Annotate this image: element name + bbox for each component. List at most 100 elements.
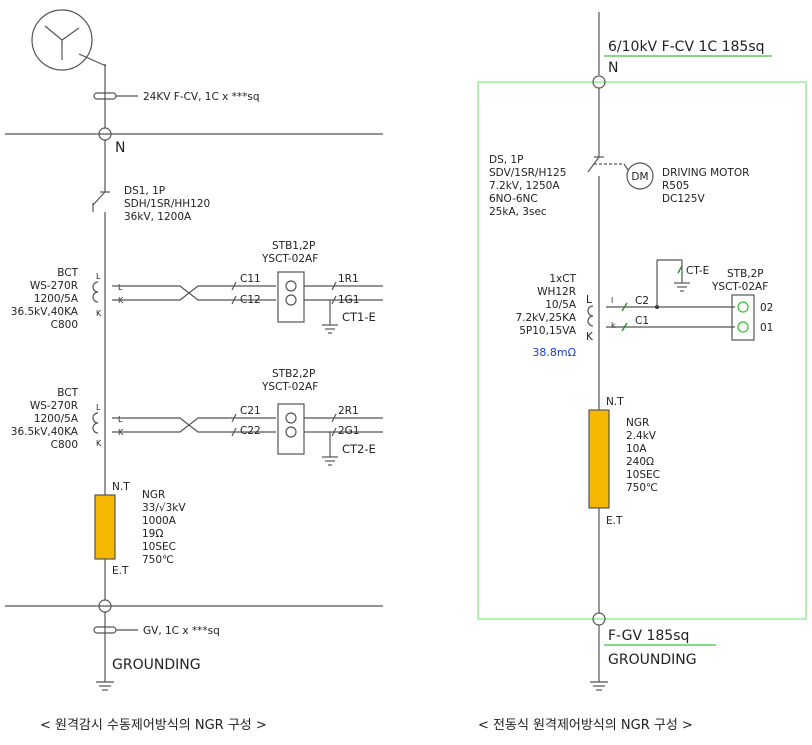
left-diagram: 24KV F-CV, 1C x ***sq N DS1, 1P SDH/1SR/… [5,9,383,733]
left-bct1: BCT WS-270R 1200/5A 36.5kV,40KA C800 L K… [11,267,276,331]
right-caption: < 전동식 원격제어방식의 NGR 구성 > [478,718,693,733]
left-bct2-coil-icon [92,412,99,434]
right-ngr-line6: 750℃ [626,482,658,494]
left-ct1e-label: CT1-E [342,310,376,324]
left-et-label: E.T [112,565,129,577]
right-resistance-value: 38.8mΩ [532,346,576,359]
left-cable-sleeve-top [93,92,138,100]
left-bct1-pin-L: L [96,272,101,281]
right-et-label: E.T [606,515,623,527]
left-ground-icon [96,681,114,691]
left-1r1-label: 1R1 [338,273,359,285]
left-ds-line1: DS1, 1P [124,185,165,197]
left-stb2-line2: YSCT-02AF [261,381,318,393]
right-ngr-line1: NGR [626,417,649,429]
left-bct2-line5: C800 [51,439,78,451]
right-stb-terminal-block [731,294,755,341]
left-grounding-label: GROUNDING [112,657,201,673]
left-bus-label: N [115,140,125,156]
left-ngr-line4: 19Ω [142,528,163,540]
left-bct2: BCT WS-270R 1200/5A 36.5kV,40KA C800 L K… [11,387,276,451]
right-cable-bottom-label: F-GV 185sq [608,628,689,644]
right-ngr-line5: 10SEC [626,469,660,481]
right-c2-label: C2 [635,295,649,307]
right-motor-icon-label: DM [631,171,648,183]
left-bct1-pin-l: L [118,283,123,292]
left-bct2-pin-K: K [96,439,102,448]
left-stb1-line1: STB1,2P [272,240,315,252]
right-ct-line1: 1xCT [549,273,576,285]
left-ngr-line2: 33/√3kV [142,502,186,514]
right-ct-pin-k: k [611,321,616,330]
left-cable-sleeve-bottom [93,626,138,634]
left-c11-label: C11 [240,273,261,285]
left-bct2-pin-L: L [96,403,101,412]
left-nt-label: N.T [112,481,130,493]
right-motor-line1: DRIVING MOTOR [662,167,749,179]
left-ngr-line6: 750℃ [142,554,174,566]
right-motor-line3: DC125V [662,193,705,205]
right-stb-line1: STB,2P [727,268,764,280]
right-ct-line3: 10/5A [545,299,577,311]
left-bct2-pin-l: L [118,415,123,424]
left-c22-label: C22 [240,425,261,437]
left-ngr-line1: NGR [142,489,165,501]
right-ct-wiring [606,259,735,332]
right-diagram: 6/10kV F-CV 1C 185sq N DS, 1P SDV/1SR/H1… [477,12,807,733]
right-ngr-line2: 2.4kV [626,430,657,442]
left-ngr-line3: 1000A [142,515,177,527]
right-cable-top-label: 6/10kV F-CV 1C 185sq [608,39,765,55]
left-ngr-line5: 10SEC [142,541,176,553]
left-caption: < 원격감시 수동제어방식의 NGR 구성 > [40,718,267,733]
left-stb2-terminal-block [277,403,383,466]
generator-star-icon [31,9,107,71]
right-grounding-label: GROUNDING [608,652,697,668]
right-ct-coil-icon [587,305,594,327]
left-c12-label: C12 [240,294,261,306]
right-ngr-line3: 10A [626,443,647,455]
left-bct2-line4: 36.5kV,40KA [11,426,79,438]
right-panel-frame [477,81,807,620]
right-ground-icon [590,681,608,691]
left-bct1-line3: 1200/5A [34,293,79,305]
left-cable-bottom-label: GV, 1C x ***sq [143,625,220,637]
left-stb1-terminal-block [277,271,383,334]
left-ct2e-label: CT2-E [342,442,376,456]
left-bct2-line3: 1200/5A [34,413,79,425]
right-terminal-01: 01 [760,322,773,334]
left-bct1-coil-icon [92,281,99,303]
left-ds-line3: 36kV, 1200A [124,211,192,223]
right-cte-label: CT-E [686,265,709,277]
right-motor-link [623,163,629,171]
right-ds-line5: 25kA, 3sec [489,206,547,218]
left-bct1-line5: C800 [51,319,78,331]
right-ct-line4: 7.2kV,25KA [515,312,576,324]
left-bct1-line2: WS-270R [30,280,78,292]
left-2r1-label: 2R1 [338,405,359,417]
right-stb-line2: YSCT-02AF [711,281,768,293]
left-c21-label: C21 [240,405,261,417]
right-disconnect-switch [587,156,624,180]
left-stb1-line2: YSCT-02AF [261,253,318,265]
right-ct-pin-L: L [586,294,592,306]
right-ds-line1: DS, 1P [489,154,523,166]
driving-motor-icon [626,162,654,190]
left-cable-top-label: 24KV F-CV, 1C x ***sq [143,91,260,103]
right-c1-label: C1 [635,315,649,327]
left-ngr-resistor [94,494,116,560]
left-bct2-line1: BCT [57,387,78,399]
left-bct1-line4: 36.5kV,40KA [11,306,79,318]
right-ct-pin-l: l [611,296,613,305]
left-disconnect-switch [92,191,110,212]
left-ds-line2: SDH/1SR/HH120 [124,198,210,210]
left-bct1-pin-K: K [96,309,102,318]
right-ct-pin-K: K [586,331,594,343]
right-nt-label: N.T [606,396,624,408]
left-2g1-label: 2G1 [338,425,360,437]
left-bct2-line2: WS-270R [30,400,78,412]
right-ct-line5: 5P10,15VA [519,325,577,337]
right-ds-line3: 7.2kV, 1250A [489,180,560,192]
left-1g1-label: 1G1 [338,294,360,306]
right-ct-line2: WH12R [537,286,576,298]
